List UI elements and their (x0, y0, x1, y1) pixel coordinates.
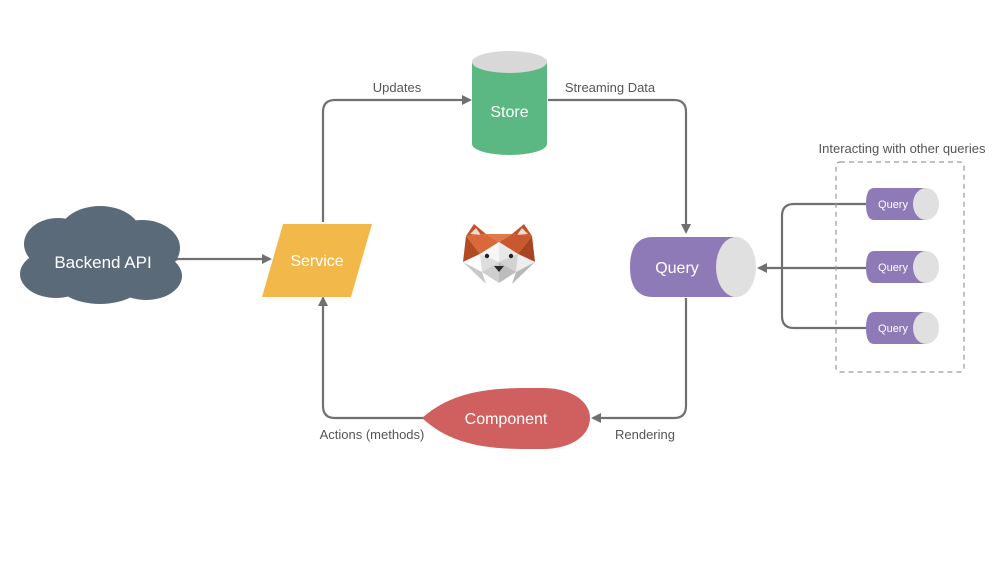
other-query-1: Query (866, 188, 939, 220)
other-query-1-label: Query (878, 199, 908, 211)
other-query-2: Query (866, 251, 939, 283)
component-node: Component (422, 388, 590, 449)
service-label: Service (290, 253, 343, 270)
updates-connector (321, 95, 472, 222)
query-body (630, 237, 738, 297)
store-body (472, 62, 547, 144)
cloud-shape (20, 206, 182, 304)
actions-connector (318, 296, 425, 420)
store-label: Store (490, 104, 528, 121)
query-label: Query (655, 260, 699, 277)
other-query-2-end-cap (913, 251, 939, 283)
service-shape (262, 224, 372, 297)
actions-label: Actions (methods) (320, 427, 425, 442)
other-queries-group-label: Interacting with other queries (819, 141, 986, 156)
updates-label: Updates (373, 80, 422, 95)
other-query-2-label: Query (878, 262, 908, 274)
service-node: Service (262, 224, 372, 297)
other-query-connector-bottom (780, 268, 866, 330)
other-query-3: Query (866, 312, 939, 344)
rendering-label: Rendering (615, 427, 675, 442)
other-query-3-label: Query (878, 323, 908, 335)
other-queries-group: Interacting with other queries Query Que… (819, 141, 986, 373)
other-queries-boundary (835, 161, 965, 373)
streaming-data-connector (548, 98, 691, 234)
store-top (472, 51, 547, 73)
query-node: Query (630, 237, 756, 297)
store-bottom (472, 133, 547, 155)
component-shape (422, 388, 590, 449)
other-query-2-body (866, 251, 926, 283)
streaming-data-label: Streaming Data (565, 80, 656, 95)
query-end-cap (716, 237, 756, 297)
other-query-3-end-cap (913, 312, 939, 344)
other-query-3-body (866, 312, 926, 344)
component-label: Component (465, 411, 548, 428)
backend-api-label: Backend API (54, 253, 151, 272)
other-query-connector-top (780, 202, 866, 268)
other-query-1-body (866, 188, 926, 220)
akita-dog-icon (463, 224, 535, 284)
store-node: Store (472, 51, 547, 155)
backend-api-node: Backend API (20, 206, 182, 304)
rendering-connector (591, 298, 688, 423)
other-query-1-end-cap (913, 188, 939, 220)
